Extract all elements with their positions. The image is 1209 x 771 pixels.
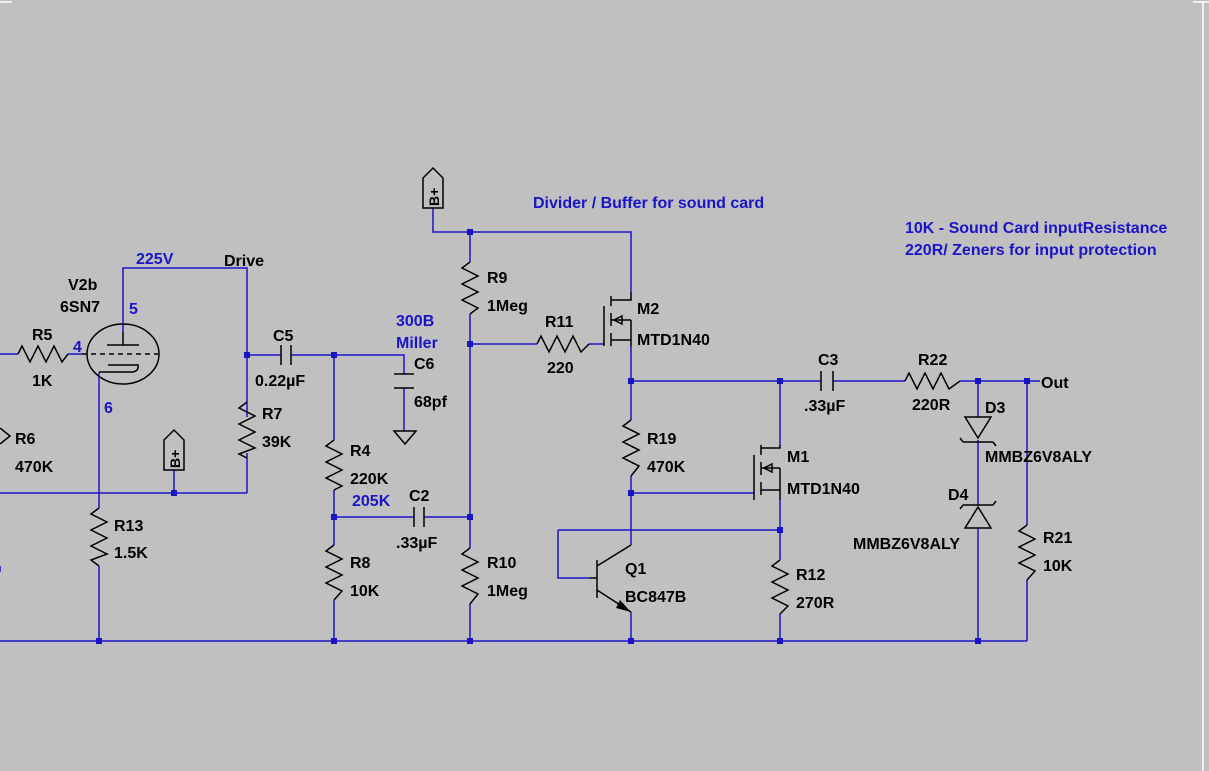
value-c6: 68pf [414, 394, 448, 411]
zener-d3[interactable] [959, 416, 997, 447]
junction-dots [96, 229, 1030, 644]
value-r7: 39K [262, 434, 292, 451]
ref-r12: R12 [796, 567, 825, 584]
bplus-label-top: B+ [426, 188, 442, 206]
net-label-miller-a: 300B [396, 313, 434, 330]
resistor-r11[interactable] [536, 334, 590, 354]
resistor-r19[interactable] [621, 419, 641, 477]
tube-v2b[interactable] [82, 323, 160, 385]
value-r5: 1K [32, 373, 53, 390]
value-m2: MTD1N40 [637, 332, 710, 349]
value-r8: 10K [350, 583, 380, 600]
resistor-r10[interactable] [460, 547, 480, 605]
resistor-r9[interactable] [460, 261, 480, 315]
ref-q1: Q1 [625, 561, 646, 578]
value-q1: BC847B [625, 589, 686, 606]
resistor-r4[interactable] [324, 439, 344, 491]
value-r13: 1.5K [114, 545, 148, 562]
tube-pin-plate: 5 [129, 301, 138, 318]
mosfet-m2[interactable] [603, 292, 632, 346]
value-d3: MMBZ6V8ALY [985, 449, 1092, 466]
tube-type: 6SN7 [60, 299, 100, 316]
value-r11: 220 [547, 360, 574, 377]
tube-pin-cathode: 6 [104, 400, 113, 417]
net-label-miller-b: Miller [396, 335, 438, 352]
ref-r10: R10 [487, 555, 516, 572]
value-r22: 220R [912, 397, 951, 414]
zener-d4[interactable] [959, 500, 997, 529]
value-d4: MMBZ6V8ALY [853, 536, 960, 553]
resistor-r8[interactable] [324, 544, 344, 601]
bjt-q1[interactable] [590, 544, 632, 613]
ref-r21: R21 [1043, 530, 1072, 547]
bplus-symbol-top[interactable]: B+ [422, 166, 444, 209]
bplus-symbol-mid[interactable]: B+ [163, 428, 185, 471]
tube-ref: V2b [68, 277, 98, 294]
resistor-r6[interactable] [0, 427, 12, 445]
net-label-tap: 205K [352, 493, 391, 510]
ref-c6: C6 [414, 356, 435, 373]
ref-c5: C5 [273, 328, 294, 345]
ref-r19: R19 [647, 431, 676, 448]
ref-r8: R8 [350, 555, 371, 572]
ref-r13: R13 [114, 518, 143, 535]
tube-pin-grid: 4 [73, 339, 82, 356]
net-label-drive: Drive [224, 253, 264, 270]
ref-r5: R5 [32, 327, 53, 344]
value-r10: 1Meg [487, 583, 528, 600]
ref-c2: C2 [409, 488, 430, 505]
comment-note-2: 220R/ Zeners for input protection [905, 242, 1157, 259]
value-c2: .33µF [396, 535, 437, 552]
capacitor-c3[interactable] [820, 371, 834, 391]
resistor-r7[interactable] [237, 401, 257, 459]
ref-m1: M1 [787, 449, 809, 466]
ref-d3: D3 [985, 400, 1006, 417]
mosfet-m1[interactable] [753, 445, 781, 500]
value-r12: 270R [796, 595, 835, 612]
ref-r4: R4 [350, 443, 371, 460]
capacitor-c2[interactable] [413, 507, 425, 527]
ref-r6: R6 [15, 431, 36, 448]
value-c3: .33µF [804, 398, 845, 415]
comment-note-1: 10K - Sound Card inputResistance [905, 220, 1167, 237]
ref-m2: M2 [637, 301, 659, 318]
value-m1: MTD1N40 [787, 481, 860, 498]
ref-r22: R22 [918, 352, 947, 369]
resistor-r12[interactable] [770, 559, 790, 615]
resistor-r21[interactable] [1017, 524, 1037, 581]
bplus-label-mid: B+ [167, 450, 183, 468]
capacitor-c6[interactable] [394, 373, 414, 389]
value-r6: 470K [15, 459, 54, 476]
value-r19: 470K [647, 459, 686, 476]
ref-r11: R11 [545, 314, 574, 331]
net-label-out: Out [1041, 375, 1069, 392]
value-c5: 0.22µF [255, 373, 305, 390]
resistor-r22[interactable] [904, 371, 961, 391]
resistor-r13[interactable] [89, 507, 109, 567]
net-label-plate-voltage: 225V [136, 251, 174, 268]
value-r4: 220K [350, 471, 389, 488]
resistor-r5[interactable] [17, 344, 69, 364]
ref-c3: C3 [818, 352, 839, 369]
ref-r7: R7 [262, 406, 283, 423]
value-r21: 10K [1043, 558, 1073, 575]
ground-symbol [392, 430, 418, 446]
ref-r9: R9 [487, 270, 508, 287]
ref-d4: D4 [948, 487, 969, 504]
capacitor-c5[interactable] [280, 345, 292, 365]
comment-divider: Divider / Buffer for sound card [533, 195, 764, 212]
value-r9: 1Meg [487, 298, 528, 315]
